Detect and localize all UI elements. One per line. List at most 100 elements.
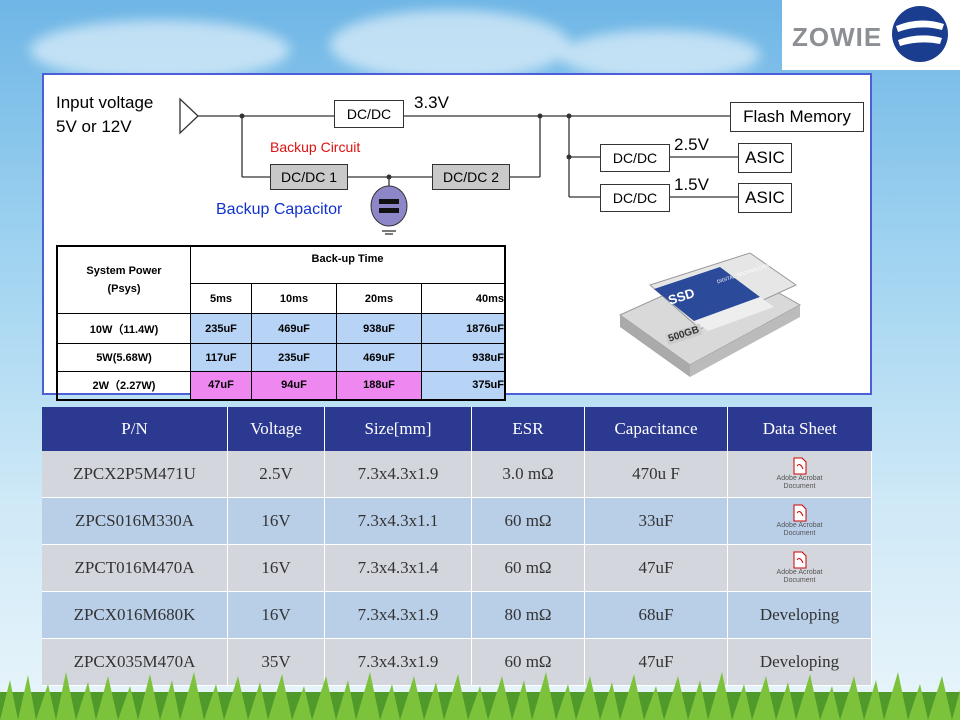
dcdc1-box: DC/DC 1: [270, 164, 348, 190]
cap-cell: 1876uF: [421, 313, 506, 344]
esr-cell: 60 mΩ: [471, 497, 585, 545]
dcdc-1v5-box: DC/DC: [600, 184, 670, 212]
pdf-document-link[interactable]: Adobe Acrobat Document: [776, 551, 823, 585]
pn-cell: ZPCX2P5M471U: [42, 451, 228, 498]
pn-cell: ZPCX016M680K: [42, 591, 228, 639]
background-cloud: [30, 20, 290, 80]
pdf-icon: [793, 504, 806, 522]
pn-cell: ZPCX035M470A: [42, 638, 228, 686]
pdf-document-link[interactable]: Adobe Acrobat Document: [777, 457, 822, 491]
globe-logo-icon: [892, 6, 948, 62]
asic-bottom-box: ASIC: [738, 183, 792, 213]
table-row: ZPCX2P5M471U 2.5V 7.3x4.3x1.9 3.0 mΩ 470…: [42, 451, 872, 498]
voltage-cell: 2.5V: [227, 451, 325, 498]
datasheet-cell: Developing: [727, 591, 872, 639]
pdf-label: Document: [783, 530, 816, 537]
circuit-wires: [179, 97, 740, 235]
table-row: ZPCX016M680K 16V 7.3x4.3x1.9 80 mΩ 68uF …: [42, 591, 872, 639]
cap-cell: 117uF: [190, 343, 252, 372]
input-voltage-range: 5V or 12V: [56, 117, 132, 136]
input-voltage-label: Input voltage: [56, 93, 154, 112]
brand-name: ZOWIE: [792, 22, 883, 52]
voltage-2v5-label: 2.5V: [674, 135, 709, 154]
table-row: ZPCX035M470A 35V 7.3x4.3x1.9 60 mΩ 47uF …: [42, 638, 872, 686]
power-cell: 10W（11.4W): [56, 313, 191, 344]
capacitance-cell: 68uF: [584, 591, 728, 639]
time-header: 10ms: [251, 283, 337, 314]
column-header: P/N: [42, 407, 228, 451]
time-header: 40ms: [421, 283, 506, 314]
pdf-icon: [793, 457, 806, 475]
brand-logo: ZOWIE: [782, 0, 960, 70]
dcdc-3v3-box: DC/DC: [334, 100, 404, 128]
power-cell: 5W(5.68W): [56, 343, 191, 372]
pdf-document-link[interactable]: Adobe Acrobat Document: [776, 504, 823, 538]
table-header-row: P/N Voltage Size[mm] ESR Capacitance Dat…: [42, 407, 872, 451]
backup-row: 10W（11.4W) 235uF 469uF 938uF 1876uF: [56, 313, 506, 344]
voltage-1v5-label: 1.5V: [674, 175, 709, 194]
column-header: ESR: [471, 407, 585, 451]
size-cell: 7.3x4.3x1.9: [324, 451, 472, 498]
size-cell: 7.3x4.3x1.9: [324, 591, 472, 639]
cap-cell: 235uF: [251, 343, 337, 372]
psys-label: (Psys): [107, 283, 141, 295]
grass-decoration: [0, 672, 960, 720]
cap-cell: 188uF: [336, 371, 422, 400]
capacitance-cell: 470u F: [584, 451, 728, 498]
dcdc2-box: DC/DC 2: [432, 164, 510, 190]
pdf-label: Document: [783, 577, 816, 584]
voltage-cell: 16V: [227, 591, 325, 639]
esr-cell: 60 mΩ: [471, 544, 585, 592]
cap-cell: 235uF: [190, 313, 252, 344]
background-cloud: [330, 10, 570, 80]
part-number-table: P/N Voltage Size[mm] ESR Capacitance Dat…: [42, 407, 872, 686]
ssd-drive-icon: [619, 252, 802, 377]
ssd-image: SSD DIGITAL TECHNOLOGY 500GB: [610, 245, 804, 387]
table-row: ZPCT016M470A 16V 7.3x4.3x1.4 60 mΩ 47uF …: [42, 544, 872, 592]
backup-circuit-label: Backup Circuit: [270, 139, 361, 155]
input-triangle: [179, 97, 199, 135]
cap-cell: 375uF: [421, 371, 506, 400]
cap-cell: 938uF: [421, 343, 506, 372]
system-power-header: System Power (Psys): [56, 245, 191, 314]
datasheet-cell[interactable]: Adobe Acrobat Document: [727, 497, 872, 545]
pn-cell: ZPCT016M470A: [42, 544, 228, 592]
esr-cell: 80 mΩ: [471, 591, 585, 639]
backup-row: 5W(5.68W) 117uF 235uF 469uF 938uF: [56, 343, 506, 372]
esr-cell: 3.0 mΩ: [471, 451, 585, 498]
datasheet-cell[interactable]: Adobe Acrobat Document: [727, 544, 872, 592]
flash-memory-box: Flash Memory: [730, 102, 864, 132]
capacitance-cell: 47uF: [584, 544, 728, 592]
cap-cell: 469uF: [336, 343, 422, 372]
datasheet-cell: Developing: [727, 638, 872, 686]
cap-cell: 938uF: [336, 313, 422, 344]
backup-time-header: Back-up Time: [190, 245, 506, 284]
dcdc-2v5-box: DC/DC: [600, 144, 670, 172]
table-row: ZPCS016M330A 16V 7.3x4.3x1.1 60 mΩ 33uF …: [42, 497, 872, 545]
cap-cell: 469uF: [251, 313, 337, 344]
pdf-icon: [793, 551, 806, 569]
power-cell: 2W（2.27W): [56, 371, 191, 400]
background-cloud: [560, 30, 760, 80]
pn-cell: ZPCS016M330A: [42, 497, 228, 545]
backup-time-table: System Power (Psys) Back-up Time 5ms 10m…: [56, 245, 506, 401]
system-power-label: System Power: [86, 265, 162, 277]
pdf-label: Adobe Acrobat: [776, 522, 823, 529]
size-cell: 7.3x4.3x1.9: [324, 638, 472, 686]
time-header: 20ms: [336, 283, 422, 314]
power-diagram-panel: Input voltage 5V or 12V DC/DC 3.3V Flash…: [42, 73, 872, 401]
capacitance-cell: 47uF: [584, 638, 728, 686]
datasheet-cell[interactable]: Adobe Acrobat Document: [727, 451, 872, 498]
column-header: Size[mm]: [324, 407, 472, 451]
pdf-label: Adobe Acrobat: [776, 569, 823, 576]
backup-row: 2W（2.27W) 47uF 94uF 188uF 375uF: [56, 371, 506, 400]
voltage-cell: 16V: [227, 544, 325, 592]
voltage-3v3-label: 3.3V: [414, 93, 449, 112]
asic-top-box: ASIC: [738, 143, 792, 173]
capacitance-cell: 33uF: [584, 497, 728, 545]
size-cell: 7.3x4.3x1.1: [324, 497, 472, 545]
pdf-label: Document: [783, 483, 816, 490]
column-header: Capacitance: [584, 407, 728, 451]
voltage-cell: 16V: [227, 497, 325, 545]
column-header: Data Sheet: [727, 407, 872, 451]
